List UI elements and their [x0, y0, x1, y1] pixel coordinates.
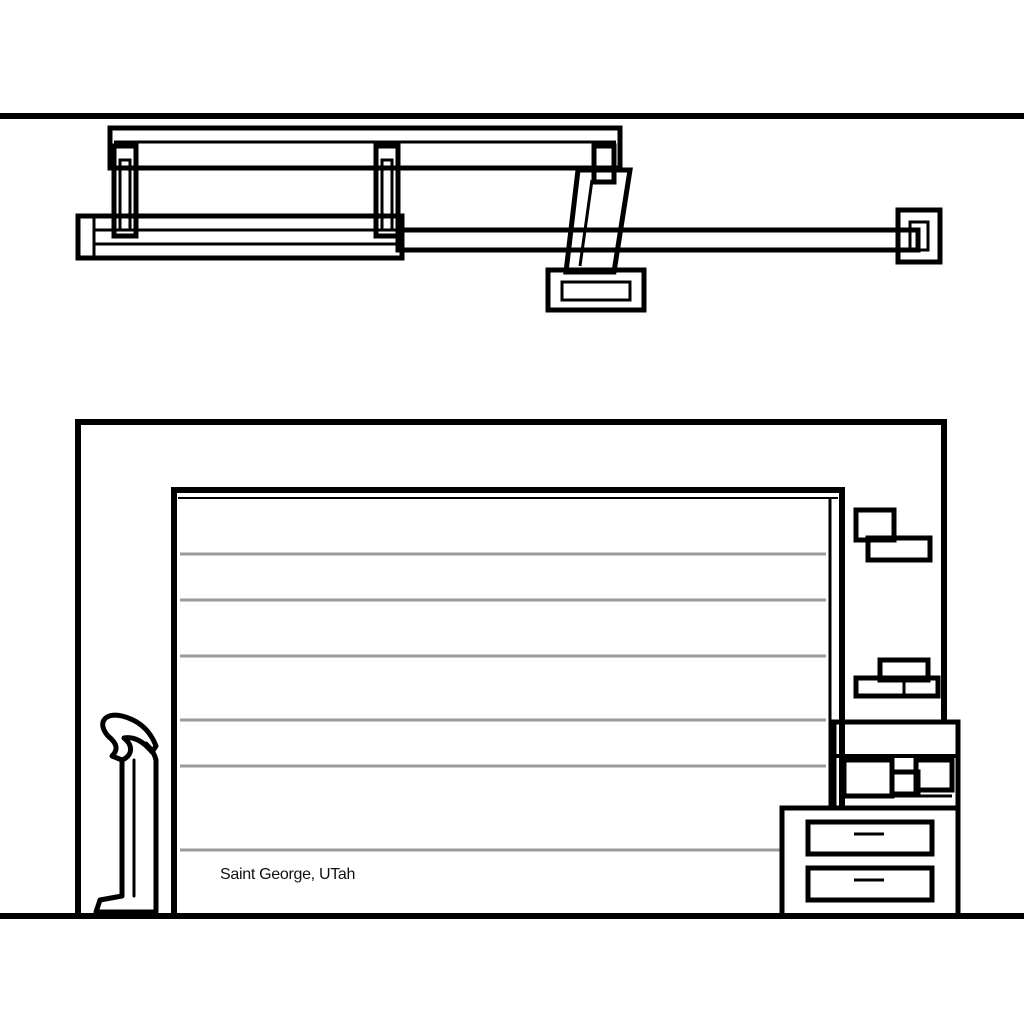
cabinet-upper-box-c — [889, 769, 921, 797]
opener-motor-base — [545, 267, 647, 313]
wall-bracket — [895, 207, 943, 265]
opener-hanger-right — [591, 143, 617, 185]
wrench-tool — [93, 712, 159, 915]
shelf-bracket-upper-b — [865, 535, 933, 563]
opener-lower-rail — [75, 213, 405, 261]
opener-hanger-left — [111, 143, 139, 239]
wall-frame — [75, 419, 947, 916]
location-caption: Saint George, UTah — [220, 866, 356, 883]
wall-bracket-inner — [908, 220, 930, 252]
wrench-head — [100, 712, 159, 763]
opener-track-arm — [395, 227, 921, 253]
wrench-handle — [93, 741, 159, 915]
opener-motor-base-inner — [560, 280, 632, 302]
cabinet-drawer-top — [805, 819, 935, 857]
opener-upper-rail — [107, 125, 623, 171]
garage-door — [171, 487, 845, 919]
wall-shelf-brackets — [853, 507, 941, 699]
opener-hanger-middle — [373, 143, 401, 239]
garage-door-frame — [171, 487, 845, 919]
garage-wall — [75, 419, 947, 916]
cabinet-drawer-bottom — [805, 865, 935, 903]
opener-trolley-inner — [578, 179, 594, 267]
garage-door-opener — [75, 125, 943, 313]
shelf-bracket-lower-b — [853, 675, 941, 699]
drawer-cabinet — [779, 719, 961, 919]
